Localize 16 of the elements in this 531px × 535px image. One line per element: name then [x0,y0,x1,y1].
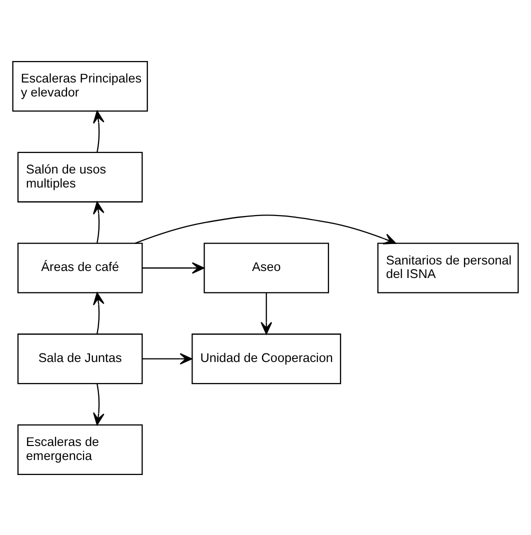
node-box: Salón de usos multiples [17,151,143,202]
arrow [92,292,104,334]
node-box: Aseo [204,242,330,293]
node-box: Sala de Juntas [17,333,143,384]
arrow [142,262,204,274]
node-box: Sanitarios de personal del ISNA [377,242,519,293]
arrow [92,383,104,425]
arrow [260,292,272,334]
arrow [142,352,192,364]
node-box: Escaleras Principales y elevador [12,60,148,112]
node-box: Áreas de café [17,242,143,293]
arrow [92,110,104,152]
node-box: Escaleras de emergencia [17,424,143,474]
node-box: Unidad de Cooperacion [192,333,342,384]
arrow [92,200,104,243]
arrow [134,214,396,244]
